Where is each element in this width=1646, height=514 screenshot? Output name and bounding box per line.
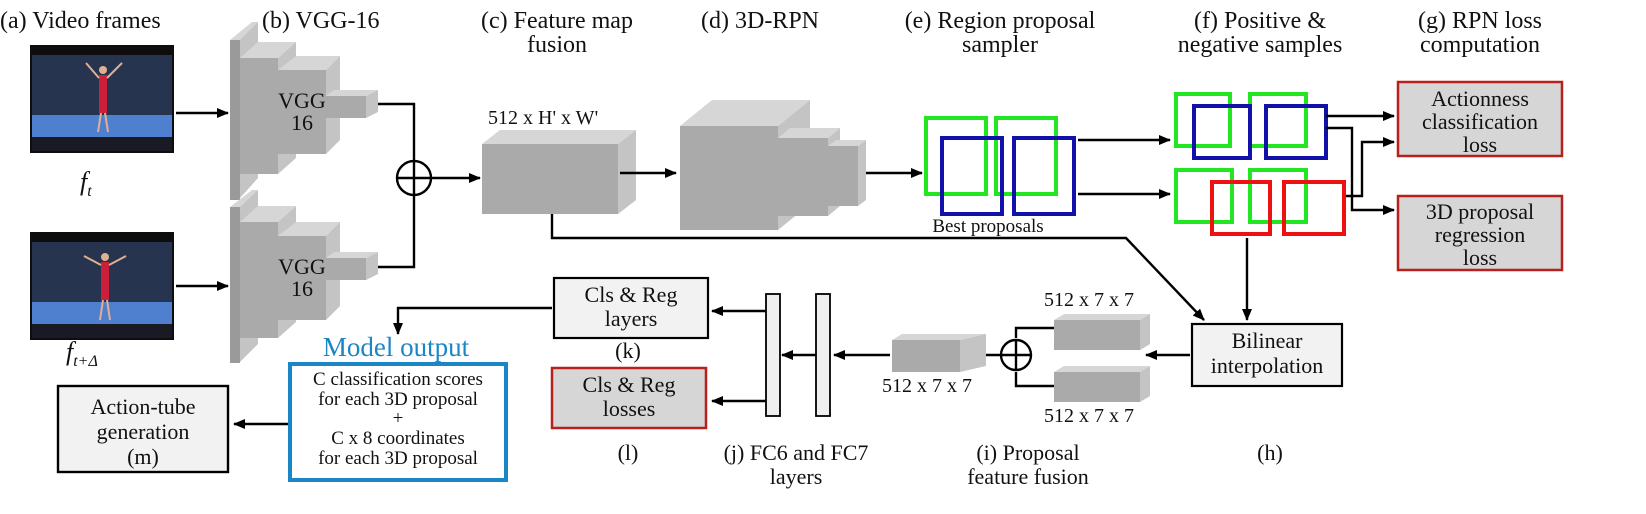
arrow-feature-to-bilinear <box>550 214 1205 321</box>
cls-losses-line-2: losses <box>603 396 656 421</box>
vgg-bottom-label-2: 16 <box>291 276 313 301</box>
output-line-1: C classification scores <box>313 369 483 390</box>
rpn-3d-block <box>680 100 866 230</box>
video-frame-top <box>30 45 174 153</box>
cls-reg-losses-box: Cls & Reg losses <box>550 366 708 430</box>
header-samples: negative samples <box>1178 32 1343 58</box>
label-j-2: layers <box>770 464 823 489</box>
pf-top-dims: 512 x 7 x 7 <box>1044 289 1134 311</box>
fc7-layer <box>815 293 831 417</box>
header-sampler: sampler <box>962 32 1038 58</box>
regression-loss-box: 3D proposal regression loss <box>1396 194 1564 272</box>
header-feature-map: (c) Feature map <box>481 8 633 34</box>
sum-operator-proposal <box>999 338 1033 372</box>
video-frame-bottom <box>30 232 174 340</box>
arrow-negative-to-actionness <box>1346 137 1395 198</box>
line-pf-top-to-sum <box>1014 326 1054 338</box>
line-vgg-top-to-sum <box>378 102 416 160</box>
output-line-2: for each 3D proposal <box>318 389 478 410</box>
arrow-cls-layers-to-output <box>393 306 552 335</box>
action-tube-line-2: generation <box>97 419 190 444</box>
label-k: (k) <box>615 338 641 363</box>
output-line-5: for each 3D proposal <box>318 448 478 469</box>
label-f-t-delta: ft+Δ <box>66 337 98 370</box>
cls-layers-line-1: Cls & Reg <box>585 282 678 307</box>
cls-losses-line-1: Cls & Reg <box>583 372 676 397</box>
header-vgg16: (b) VGG-16 <box>262 8 380 34</box>
sum-operator-fusion <box>395 159 433 197</box>
proposal-feature-bottom <box>1054 366 1150 402</box>
line-pf-bottom-to-sum <box>1014 372 1054 388</box>
regression-line-1: 3D proposal <box>1426 199 1534 224</box>
actionness-loss-box: Actionness classification loss <box>1396 80 1564 158</box>
model-output-title: Model output <box>323 332 470 362</box>
bilinear-interpolation-box: Bilinear interpolation <box>1190 322 1344 388</box>
best-proposals-label: Best proposals <box>932 216 1043 237</box>
action-tube-line-3: (m) <box>127 444 159 469</box>
label-j-1: (j) FC6 and FC7 <box>724 440 869 465</box>
regression-line-3: loss <box>1463 245 1497 270</box>
output-line-4: C x 8 coordinates <box>331 428 465 449</box>
fused-proposal-feature <box>892 334 986 372</box>
label-f-t: ft <box>80 167 92 200</box>
line-vgg-bottom-to-sum <box>378 196 416 269</box>
fc6-layer <box>765 293 781 417</box>
cls-reg-layers-box: Cls & Reg layers <box>552 276 710 340</box>
proposal-sampler-boxes <box>924 116 1076 216</box>
fused-feature-map <box>482 130 636 214</box>
header-3d-rpn: (d) 3D-RPN <box>701 8 819 34</box>
model-output-box: C classification scores for each 3D prop… <box>288 362 508 482</box>
bilinear-line-2: interpolation <box>1211 353 1323 378</box>
proposal-feature-top <box>1054 314 1150 350</box>
label-i-2: feature fusion <box>967 464 1089 489</box>
label-h: (h) <box>1257 440 1283 465</box>
vgg-top-label-1: VGG <box>278 88 326 113</box>
header-feature-map-fusion: fusion <box>527 32 587 58</box>
negative-samples <box>1174 168 1346 236</box>
header-region-proposal: (e) Region proposal <box>905 8 1096 34</box>
actionness-line-1: Actionness <box>1431 86 1529 111</box>
header-computation: computation <box>1420 32 1540 58</box>
vgg16-bottom <box>230 190 378 363</box>
actionness-line-3: loss <box>1463 132 1497 157</box>
vgg-top-label-2: 16 <box>291 110 313 135</box>
positive-samples <box>1174 92 1328 160</box>
output-line-3: + <box>393 408 404 429</box>
label-i-1: (i) Proposal <box>976 440 1079 465</box>
action-tube-line-1: Action-tube <box>90 394 195 419</box>
pf-bottom-dims: 512 x 7 x 7 <box>1044 405 1134 427</box>
action-tube-box: Action-tube generation (m) <box>56 384 230 474</box>
vgg-bottom-label-1: VGG <box>278 254 326 279</box>
regression-line-2: regression <box>1435 222 1525 247</box>
vgg16-top <box>230 22 378 200</box>
header-rpn-loss: (g) RPN loss <box>1418 8 1542 34</box>
header-positive-negative: (f) Positive & <box>1194 8 1326 34</box>
header-video-frames: (a) Video frames <box>0 8 161 34</box>
bilinear-line-1: Bilinear <box>1232 328 1304 353</box>
pf-fused-dims: 512 x 7 x 7 <box>882 375 972 397</box>
label-l: (l) <box>618 440 639 465</box>
actionness-line-2: classification <box>1422 109 1538 134</box>
arrow-to-regression-loss <box>1326 126 1395 215</box>
fusion-dims: 512 x H' x W' <box>488 107 598 129</box>
cls-layers-line-2: layers <box>605 306 658 331</box>
